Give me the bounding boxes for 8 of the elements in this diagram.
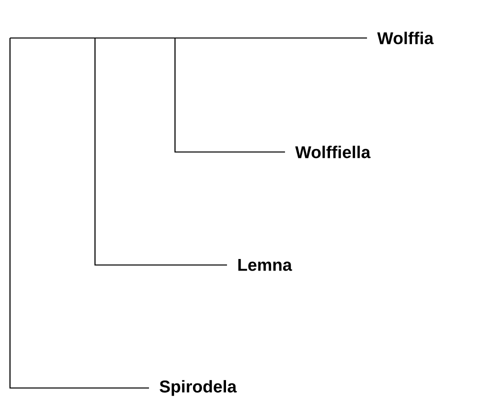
tree-branch xyxy=(94,38,227,266)
tree-branch xyxy=(9,38,149,389)
taxon-label: Lemna xyxy=(238,259,292,271)
tree-branch xyxy=(174,38,285,153)
tree-branch xyxy=(10,37,367,39)
taxon-label: Wolffia xyxy=(377,32,434,44)
taxon-label: Wolffiella xyxy=(295,146,371,158)
taxon-label: Spirodela xyxy=(160,380,237,396)
